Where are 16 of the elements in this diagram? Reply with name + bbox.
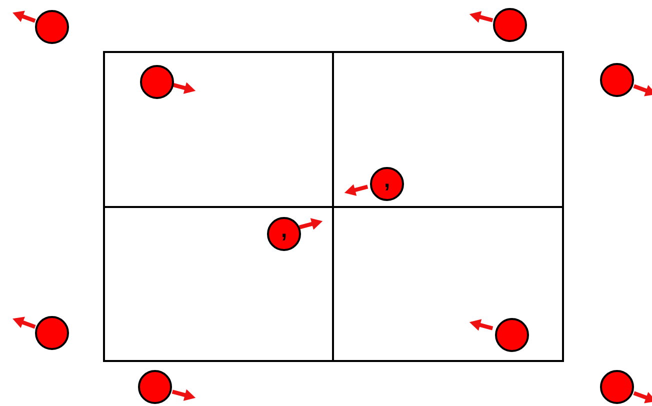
particle — [370, 167, 404, 201]
particle — [35, 10, 69, 44]
particle — [495, 318, 529, 352]
particle — [140, 65, 174, 99]
cell-box — [332, 51, 564, 208]
particle — [267, 217, 301, 251]
particle — [600, 370, 634, 404]
cell-box — [332, 206, 564, 362]
particle — [493, 8, 527, 42]
particle — [35, 316, 69, 350]
particle — [138, 370, 172, 404]
prime-mark: , — [280, 219, 288, 241]
prime-mark: , — [384, 169, 390, 191]
cell-box — [103, 206, 334, 362]
particle — [600, 63, 634, 97]
cell-box — [103, 51, 334, 208]
